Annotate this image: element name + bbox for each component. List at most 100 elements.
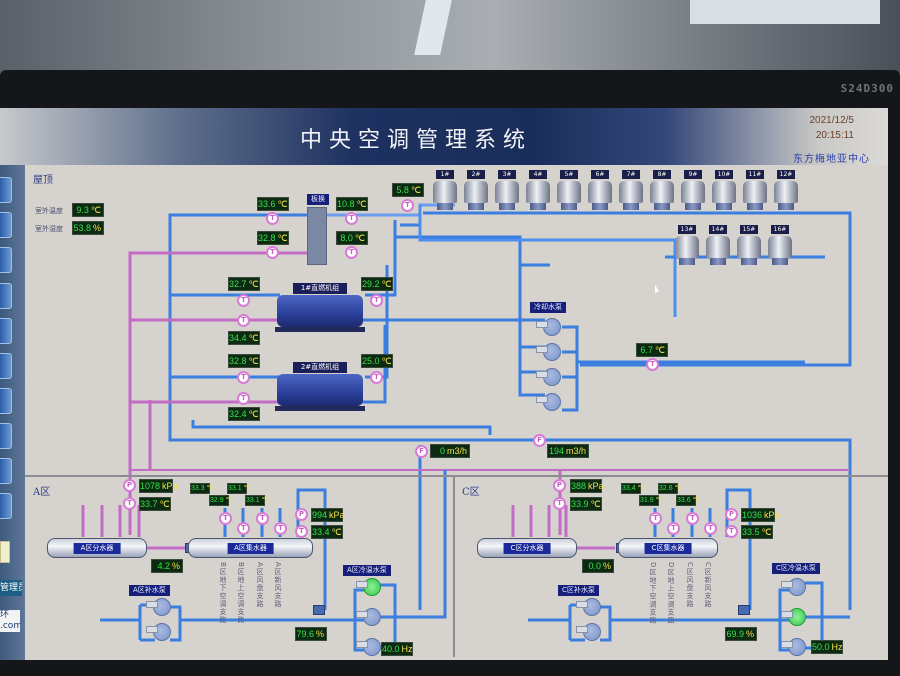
temp-sensor-icon[interactable]: T	[295, 525, 308, 538]
zone-a-makeup-pump-2[interactable]	[146, 623, 171, 641]
temp-sensor-icon[interactable]: T	[219, 512, 232, 525]
temp-sensor-icon[interactable]: T	[345, 246, 358, 259]
temp-sensor-icon[interactable]: T	[646, 358, 659, 371]
temp-sensor-icon[interactable]: T	[704, 522, 717, 535]
zone-c-collector[interactable]: C区集水器	[618, 538, 718, 558]
temp-sensor-icon[interactable]: T	[370, 294, 383, 307]
temp-sensor-icon[interactable]: T	[686, 512, 699, 525]
zone-c-circ-pump-1[interactable]	[781, 578, 806, 596]
temp-sensor-icon[interactable]: T	[237, 294, 250, 307]
zone-a-circ-pump-2[interactable]	[356, 608, 381, 626]
outdoor-humidity-label: 室外湿度	[35, 225, 63, 233]
zone-a-bypass-valve[interactable]	[313, 605, 325, 615]
cooling-tower-body	[433, 181, 457, 203]
pressure-sensor-icon[interactable]: P	[123, 479, 136, 492]
zone-c-branch-2-temp: 31.9℃	[639, 495, 664, 506]
cooling-tower[interactable]: 2#	[463, 170, 489, 210]
cooling-tower[interactable]: 1#	[432, 170, 458, 210]
cooling-tower[interactable]: 12#	[773, 170, 799, 210]
zone-c-distributor[interactable]: C区分水器	[477, 538, 577, 558]
temp-sensor-icon[interactable]: T	[266, 246, 279, 259]
cooling-tower[interactable]: 14#	[705, 225, 731, 265]
temp-sensor-icon[interactable]: T	[274, 522, 287, 535]
temp-sensor-icon[interactable]: T	[237, 371, 250, 384]
nav-button-1[interactable]	[0, 177, 12, 203]
cooling-tower[interactable]: 11#	[742, 170, 768, 210]
nav-button-9[interactable]	[0, 458, 12, 484]
nav-button-7[interactable]	[0, 388, 12, 414]
nav-button-8[interactable]	[0, 423, 12, 449]
zone-a-distributor-label: A区分水器	[73, 543, 121, 554]
temp-sensor-icon[interactable]: T	[725, 525, 738, 538]
zone-c-bypass-valve[interactable]	[738, 605, 750, 615]
chiller-2[interactable]: 2#直燃机组	[275, 362, 365, 412]
zone-c-circ-pump-3[interactable]	[781, 638, 806, 656]
page-title: 中央空调管理系统	[300, 128, 533, 153]
plate-heat-exchanger[interactable]	[307, 207, 327, 265]
cooling-pump-1[interactable]	[536, 318, 561, 336]
cooling-tower[interactable]: 16#	[767, 225, 793, 265]
cooling-tower-body	[675, 236, 699, 258]
cooling-tower-label: 15#	[740, 225, 758, 234]
pipe	[805, 581, 850, 650]
cooling-tower[interactable]: 10#	[711, 170, 737, 210]
cooling-pump-2[interactable]	[536, 343, 561, 361]
cooling-tower[interactable]: 6#	[587, 170, 613, 210]
zone-a-distributor[interactable]: A区分水器	[47, 538, 147, 558]
nav-button-6[interactable]	[0, 353, 12, 379]
nav-alarm-indicator[interactable]	[0, 541, 10, 563]
temp-sensor-icon[interactable]: T	[649, 512, 662, 525]
cooling-tower[interactable]: 7#	[618, 170, 644, 210]
cooling-tower-body	[650, 181, 674, 203]
chiller-2-in-bottom-temp: 32.4℃	[228, 407, 260, 421]
temp-sensor-icon[interactable]: T	[553, 497, 566, 510]
temp-sensor-icon[interactable]: T	[256, 512, 269, 525]
cooling-tower[interactable]: 3#	[494, 170, 520, 210]
zone-c-distributor-label: C区分水器	[503, 543, 551, 554]
temp-sensor-icon[interactable]: T	[667, 522, 680, 535]
temp-sensor-icon[interactable]: T	[237, 522, 250, 535]
cooling-pump-3[interactable]	[536, 368, 561, 386]
zone-a-circ-pump-3[interactable]	[356, 638, 381, 656]
cooling-tower[interactable]: 15#	[736, 225, 762, 265]
zone-a-circ-pump-1-running[interactable]	[356, 578, 381, 596]
chiller-1[interactable]: 1#直燃机组	[275, 283, 365, 333]
pipe	[418, 205, 677, 317]
nav-button-2[interactable]	[0, 212, 12, 238]
nav-button-3[interactable]	[0, 247, 12, 273]
monitor-model-label: S24D300	[840, 82, 894, 95]
cooling-pump-4[interactable]	[536, 393, 561, 411]
pressure-sensor-icon[interactable]: P	[553, 479, 566, 492]
flow-sensor-icon[interactable]: F	[533, 434, 546, 447]
cooling-tower[interactable]: 13#	[674, 225, 700, 265]
cooling-tower[interactable]: 5#	[556, 170, 582, 210]
zone-a-makeup-pump-1[interactable]	[146, 598, 171, 616]
outdoor-temp-label: 室外温度	[35, 207, 63, 215]
nav-button-5[interactable]	[0, 318, 12, 344]
temp-sensor-icon[interactable]: T	[370, 371, 383, 384]
temp-sensor-icon[interactable]: T	[237, 392, 250, 405]
temp-sensor-icon[interactable]: T	[266, 212, 279, 225]
temp-sensor-icon[interactable]: T	[401, 199, 414, 212]
nav-button-10[interactable]	[0, 493, 12, 519]
temp-sensor-icon[interactable]: T	[237, 314, 250, 327]
cooling-tower[interactable]: 9#	[680, 170, 706, 210]
cooling-tower[interactable]: 8#	[649, 170, 675, 210]
pressure-sensor-icon[interactable]: P	[295, 508, 308, 521]
zone-a-collector[interactable]: A区集水器	[188, 538, 313, 558]
pressure-sensor-icon[interactable]: P	[725, 508, 738, 521]
admin-button[interactable]: 管理员	[0, 580, 22, 596]
cooling-tower[interactable]: 4#	[525, 170, 551, 210]
zone-c-circ-pump-2-running[interactable]	[781, 608, 806, 626]
zone-c-branch-1-label: D区地下空调支路	[649, 562, 657, 625]
temp-sensor-icon[interactable]: T	[345, 212, 358, 225]
chiller-2-body	[277, 374, 363, 406]
zone-c-makeup-pump-2[interactable]	[576, 623, 601, 641]
nav-button-4[interactable]	[0, 283, 12, 309]
zone-a-branch-4-label: A区新风支路	[274, 562, 282, 608]
flow-sensor-icon[interactable]: F	[415, 445, 428, 458]
cooling-tower-body	[526, 181, 550, 203]
zone-c-makeup-pump-1[interactable]	[576, 598, 601, 616]
temp-sensor-icon[interactable]: T	[123, 497, 136, 510]
